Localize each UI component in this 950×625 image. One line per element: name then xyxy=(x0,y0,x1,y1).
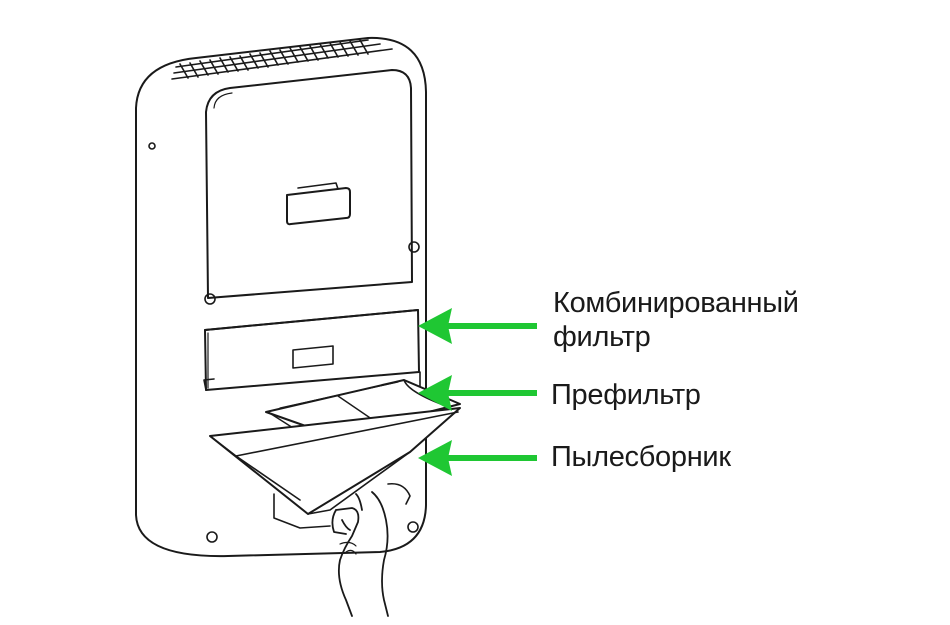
dust-collector xyxy=(210,408,460,514)
arrow-combined-filter xyxy=(418,308,537,344)
label-dust-collector: Пылесборник xyxy=(551,440,731,474)
panel-handle xyxy=(287,188,350,224)
label-combined-filter-line1: Комбинированный xyxy=(553,286,799,320)
combined-filter xyxy=(205,310,419,390)
label-prefilter: Префильтр xyxy=(551,378,701,412)
label-combined-filter-line2: фильтр xyxy=(553,320,650,354)
pointer-arrows xyxy=(418,308,537,476)
front-panel xyxy=(206,70,412,298)
arrow-dust-collector xyxy=(418,440,537,476)
